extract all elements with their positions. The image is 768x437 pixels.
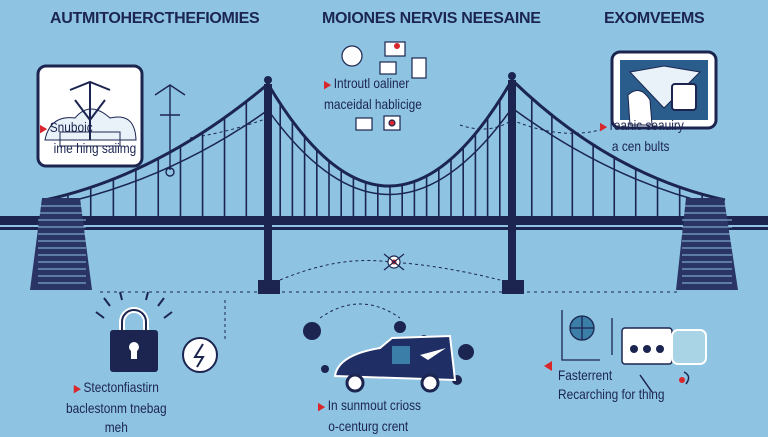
arrow-icon: ▶ xyxy=(324,79,332,91)
document-icons xyxy=(341,41,427,131)
lightning-icon xyxy=(182,337,218,373)
arrow-icon: ▶ xyxy=(318,401,326,413)
caption-top-left: ▶Snuboic ime hing saiimg xyxy=(40,119,137,156)
heading-center: MOIONES NERVIS NEESAINE xyxy=(322,10,541,27)
caption-bottom-right: Fasterrent Recarching for thing xyxy=(558,367,665,402)
arrow-icon: ▶ xyxy=(40,123,48,135)
arrow-icon: ▶ xyxy=(600,121,608,133)
arrow-icon: ▶ xyxy=(73,383,81,395)
bridge-towers xyxy=(258,72,524,294)
caption-top-right: ▶reanic seauiry a cen bults xyxy=(600,117,684,154)
drone-icon xyxy=(154,84,186,177)
screen-panel-icon xyxy=(544,327,707,393)
touch-screen-icon xyxy=(610,50,718,130)
bridge-deck xyxy=(0,216,768,225)
caption-bottom-center: ▶In sunmout crioss o-centurg crent xyxy=(318,397,422,434)
bus-icon xyxy=(303,321,474,393)
connector-dashed xyxy=(319,303,401,319)
heading-left: AUTMITOHERCTHEFIOMIES xyxy=(50,10,260,27)
side-pylons xyxy=(30,198,738,290)
bridge-card-icon xyxy=(36,64,144,168)
lock-icon xyxy=(95,291,173,372)
bridge-hangers xyxy=(67,98,703,216)
caption-top-center: ▶Introutl oaliner maceidal hablicige xyxy=(324,75,422,112)
connector-dashed xyxy=(279,260,501,281)
drone-marker-icon xyxy=(383,253,405,271)
globe-icon xyxy=(561,310,613,361)
caption-bottom-left: ▶Stectonfiastirn baclestonm tnebag meh xyxy=(66,379,167,435)
heading-right: EXOMVEEMS xyxy=(604,10,705,27)
